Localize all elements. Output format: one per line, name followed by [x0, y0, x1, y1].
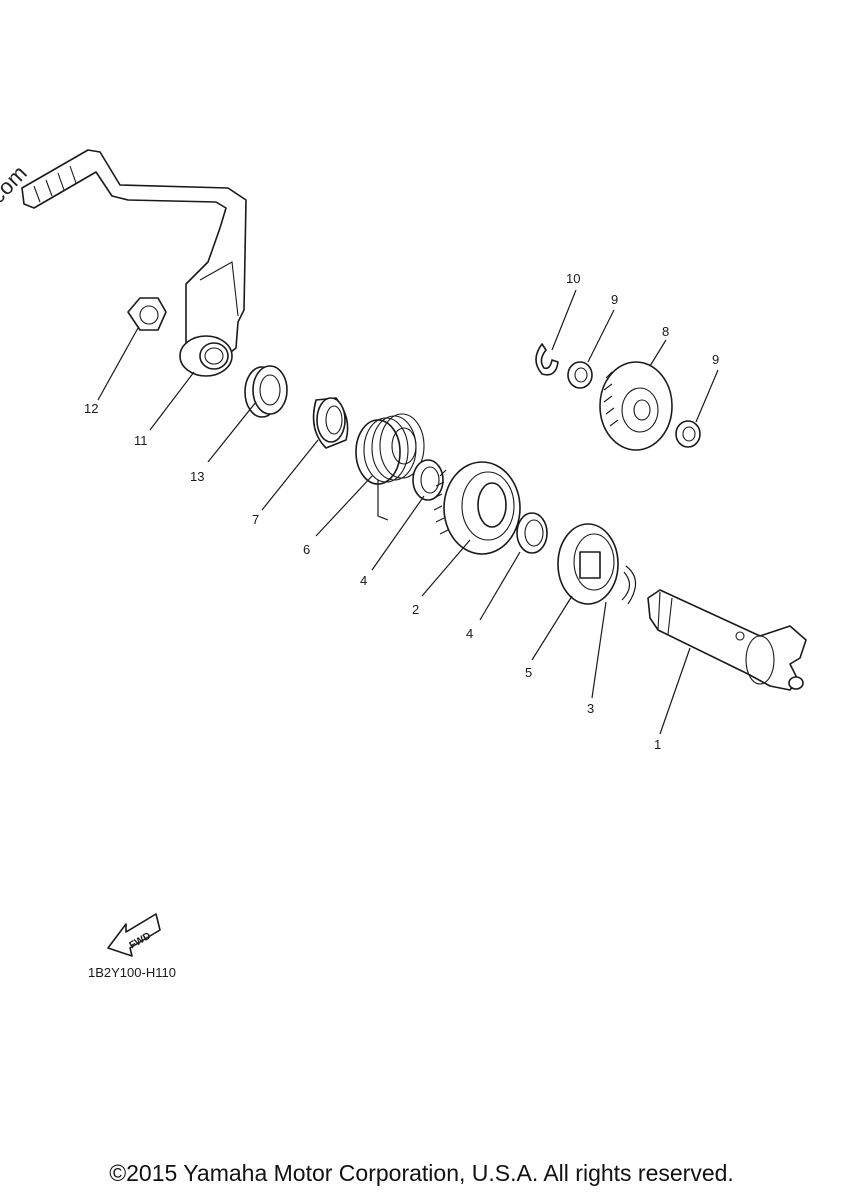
callout-4a: 4 — [360, 573, 367, 588]
idler-gear[interactable] — [599, 361, 673, 451]
washer-idler-front[interactable] — [567, 361, 593, 389]
diagram-code: 1B2Y100-H110 — [88, 965, 176, 980]
copyright-notice: ©2015 Yamaha Motor Corporation, U.S.A. A… — [109, 1160, 734, 1186]
washer-upper[interactable] — [412, 459, 444, 501]
spring-guide[interactable] — [312, 397, 349, 449]
ratchet-wheel[interactable] — [557, 523, 619, 605]
kick-lever[interactable] — [21, 149, 247, 377]
callout-12: 12 — [84, 401, 98, 416]
forward-arrow-icon: FWD — [107, 913, 161, 957]
callout-9b: 9 — [712, 352, 719, 367]
callout-6: 6 — [303, 542, 310, 557]
callout-9a: 9 — [611, 292, 618, 307]
callout-3: 3 — [587, 701, 594, 716]
leader-lines — [97, 289, 719, 735]
nut[interactable] — [127, 297, 167, 331]
circlip-idler[interactable] — [535, 343, 559, 376]
callout-1: 1 — [654, 737, 661, 752]
callout-7: 7 — [252, 512, 259, 527]
callout-4b: 4 — [466, 626, 473, 641]
kick-axle[interactable] — [647, 589, 807, 691]
circlip[interactable] — [621, 565, 637, 605]
callout-11: 11 — [134, 433, 148, 448]
callout-10: 10 — [566, 271, 580, 286]
washer-idler-rear[interactable] — [675, 420, 701, 448]
callout-13: 13 — [190, 469, 204, 484]
callout-8: 8 — [662, 324, 669, 339]
callout-5: 5 — [525, 665, 532, 680]
callout-2: 2 — [412, 602, 419, 617]
oil-seal[interactable] — [244, 365, 288, 418]
torsion-spring[interactable] — [355, 413, 425, 521]
washer-lower[interactable] — [516, 512, 548, 554]
kick-gear[interactable] — [433, 461, 521, 555]
